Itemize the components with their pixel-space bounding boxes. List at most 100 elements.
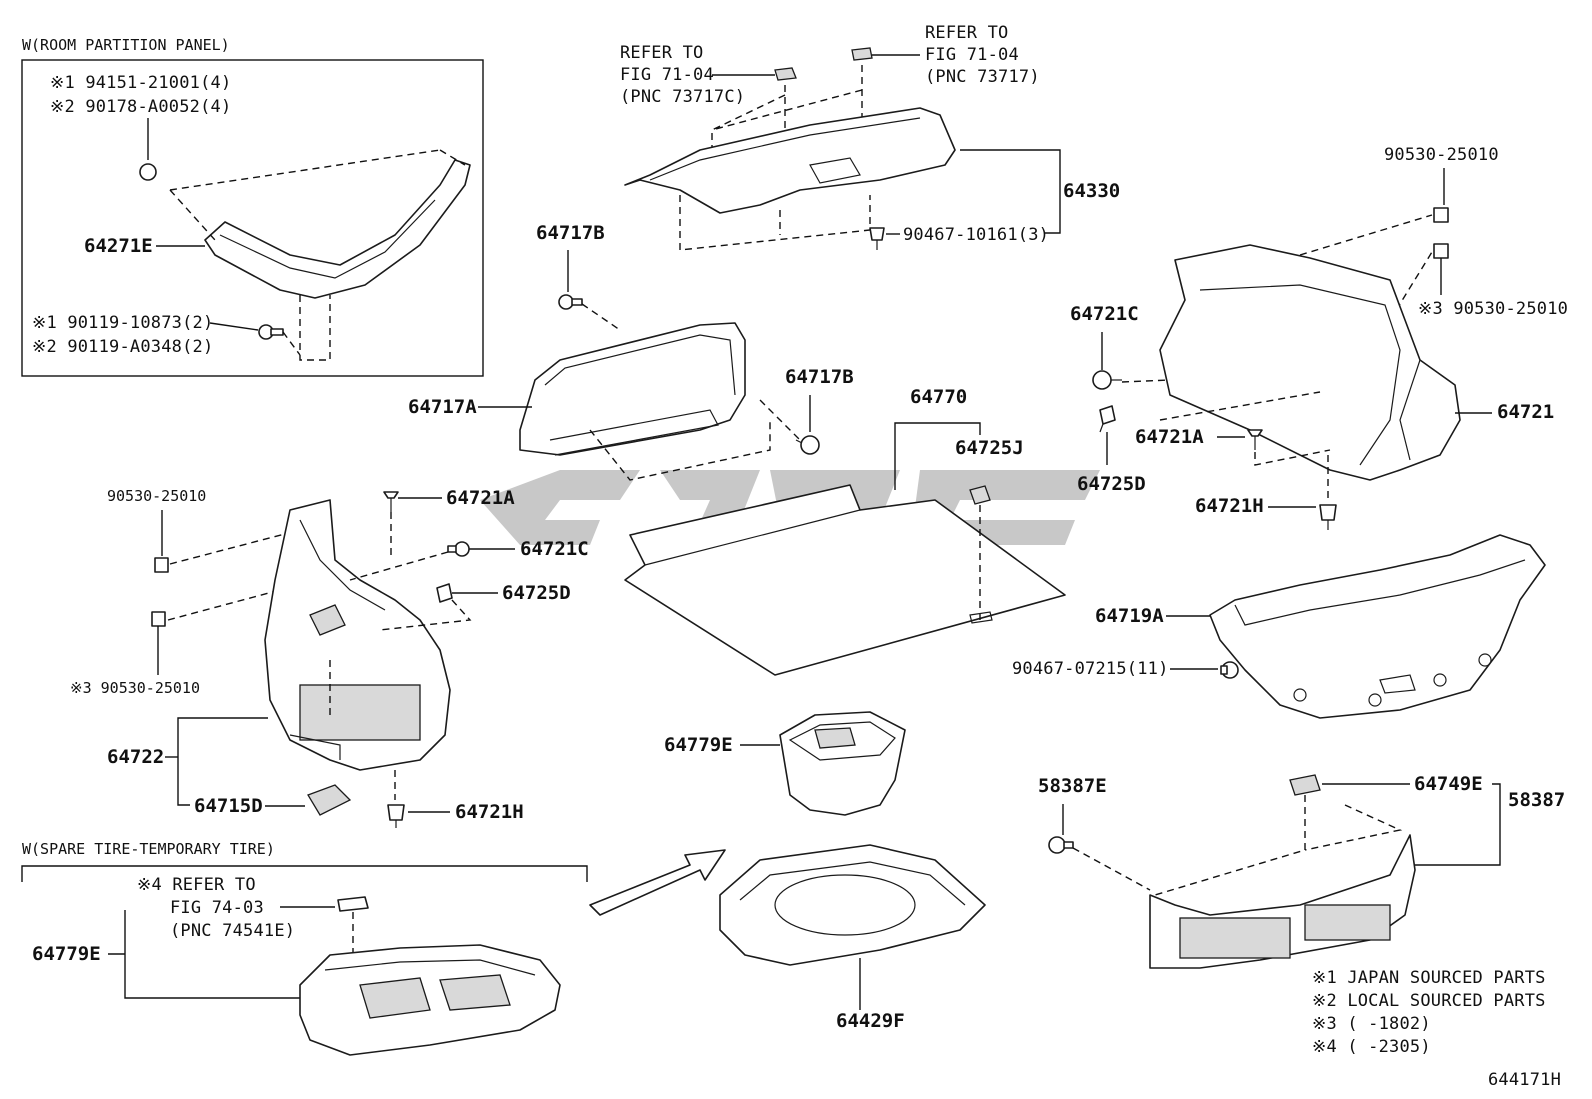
spare-tire-box — [21, 865, 588, 882]
label-64770: 64770 — [910, 386, 967, 408]
flow-arrow — [589, 849, 726, 916]
clip-icon-64725J — [969, 485, 991, 505]
deck-trim-group: REFER TO FIG 71-04 (PNC 73717C) REFER TO… — [620, 23, 1120, 251]
side-cover-group: 64717B 64717A 64717B — [408, 222, 854, 481]
floor-mat-group: 64770 64725J — [624, 386, 1066, 676]
ref1-line1: REFER TO — [620, 43, 703, 63]
room-partition-box — [21, 59, 484, 377]
partition-panel-shape — [204, 159, 471, 299]
clip-icon-64749E — [1289, 774, 1321, 796]
label-plate-icon — [337, 896, 369, 912]
note-2: ※2 LOCAL SOURCED PARTS — [1312, 991, 1546, 1011]
spare-tray-shape — [299, 944, 561, 1056]
label-64717A: 64717A — [408, 396, 477, 418]
label-90530-top-right: 90530-25010 — [1384, 145, 1499, 165]
ref3-line1: ※4 REFER TO — [137, 875, 256, 895]
rear-sill-trim-group: 58387E 64749E 58387 — [1038, 773, 1565, 969]
label-90530-left-s3: ※3 90530-25010 — [70, 679, 200, 697]
label-64721C-left: 64721C — [520, 538, 589, 560]
label-64722: 64722 — [107, 746, 164, 768]
spare-tire-cover-shape — [719, 844, 986, 966]
label-58387E: 58387E — [1038, 775, 1107, 797]
screw-icon — [558, 294, 583, 310]
label-64725J: 64725J — [955, 437, 1024, 459]
label-90119-1: ※1 90119-10873(2) — [32, 313, 213, 333]
label-64725D-left: 64725D — [502, 582, 571, 604]
clip-icon-90467 — [869, 227, 885, 250]
label-58387: 58387 — [1508, 789, 1565, 811]
ref2-line3: (PNC 73717) — [925, 67, 1040, 87]
label-64721H-left: 64721H — [455, 801, 524, 823]
ref3-line3: (PNC 74541E) — [170, 921, 295, 941]
push-clip-icon-right — [1092, 370, 1122, 390]
note-1: ※1 JAPAN SOURCED PARTS — [1312, 968, 1546, 988]
label-64721C-right: 64721C — [1070, 303, 1139, 325]
push-clip-icon-left — [447, 541, 470, 557]
label-64721A-left: 64721A — [446, 487, 515, 509]
clip-icon-64725D-right — [1099, 405, 1116, 433]
clip-icon-64721H-right — [1319, 504, 1337, 530]
pad-icon-left-2 — [151, 611, 166, 627]
notes-legend: ※1 JAPAN SOURCED PARTS ※2 LOCAL SOURCED … — [1312, 968, 1561, 1090]
left-side-trim-group: 90530-25010 ※3 90530-25010 64721A 64721C… — [70, 487, 589, 828]
bolt-icon-58387E — [1048, 836, 1074, 854]
label-64271E: 64271E — [84, 235, 153, 257]
label-90530-right-s3: ※3 90530-25010 — [1418, 299, 1568, 319]
label-94151: ※1 94151-21001(4) — [50, 73, 231, 93]
tool-tray-shape — [779, 711, 906, 816]
clip-icon — [139, 163, 157, 181]
spare-tire-title: W(SPARE TIRE-TEMPORARY TIRE) — [22, 840, 275, 858]
push-clip-icon — [795, 435, 820, 455]
label-64749E: 64749E — [1414, 773, 1483, 795]
label-64779E-left: 64779E — [32, 943, 101, 965]
ref2-line1: REFER TO — [925, 23, 1008, 43]
label-64721: 64721 — [1497, 401, 1554, 423]
right-side-trim-shape — [1159, 244, 1461, 481]
label-64779E-mid: 64779E — [664, 734, 733, 756]
label-64330: 64330 — [1063, 180, 1120, 202]
label-64429F: 64429F — [836, 1010, 905, 1032]
pad-icon-2 — [1433, 243, 1449, 259]
spare-tire-cover-group: 64779E 64429F — [589, 711, 986, 1032]
label-64719A: 64719A — [1095, 605, 1164, 627]
trunk-lid-trim-group: 64719A 90467-07215(11) — [1012, 534, 1546, 719]
deck-trim-shape — [624, 107, 956, 214]
clip-icon-73717 — [851, 47, 873, 61]
spare-tire-temporary-group: W(SPARE TIRE-TEMPORARY TIRE) ※4 REFER TO… — [21, 840, 588, 1056]
label-64715D: 64715D — [194, 795, 263, 817]
ref2-line2: FIG 71-04 — [925, 45, 1019, 65]
pad-icon-64715D — [307, 784, 352, 816]
label-90119-2: ※2 90119-A0348(2) — [32, 337, 213, 357]
label-90467-10161: 90467-10161(3) — [903, 225, 1049, 245]
pin-icon-64721A-left — [383, 491, 399, 512]
right-side-trim-group: 90530-25010 ※3 90530-25010 64721C 64725D… — [1070, 145, 1568, 530]
label-64717B-mid: 64717B — [785, 366, 854, 388]
label-64721A-right: 64721A — [1135, 426, 1204, 448]
note-4: ※4 ( -2305) — [1312, 1037, 1431, 1057]
label-90530-left: 90530-25010 — [107, 487, 206, 505]
label-64717B-top: 64717B — [536, 222, 605, 244]
note-3: ※3 ( -1802) — [1312, 1014, 1431, 1034]
pad-icon — [1433, 207, 1449, 223]
clip-icon-73717c — [774, 67, 797, 81]
label-64725D-right: 64725D — [1077, 473, 1146, 495]
label-90178: ※2 90178-A0052(4) — [50, 97, 231, 117]
pin-icon-64721A-right — [1247, 429, 1263, 450]
label-90467-07215: 90467-07215(11) — [1012, 659, 1169, 679]
side-cover-shape — [519, 322, 746, 456]
label-64721H-right: 64721H — [1195, 495, 1264, 517]
bolt-icon — [258, 324, 284, 340]
clip-icon-64721H-left — [387, 804, 405, 828]
room-partition-panel-group: W(ROOM PARTITION PANEL) ※1 94151-21001(4… — [21, 36, 484, 377]
room-partition-title: W(ROOM PARTITION PANEL) — [22, 36, 230, 54]
diagram-id: 644171H — [1488, 1070, 1561, 1090]
pad-icon-left — [154, 557, 169, 573]
clip-icon-64725D-left — [436, 583, 453, 603]
nut-icon-90467-07215 — [1220, 661, 1239, 679]
ref3-line2: FIG 74-03 — [170, 898, 264, 918]
floor-mat-shape — [624, 484, 1066, 676]
trunk-lid-trim-shape — [1209, 534, 1546, 719]
ref1-line2: FIG 71-04 — [620, 65, 714, 85]
ref1-line3: (PNC 73717C) — [620, 87, 745, 107]
